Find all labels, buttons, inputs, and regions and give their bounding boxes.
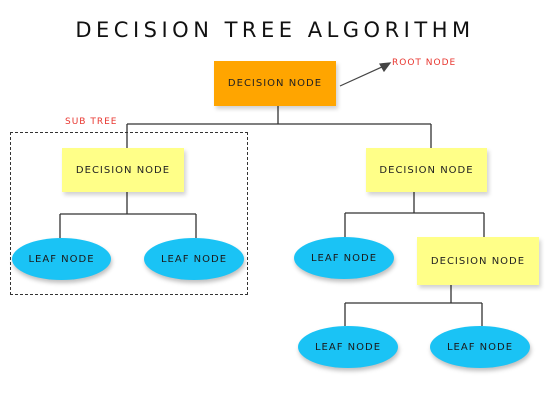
diagram-title: DECISION TREE ALGORITHM [75, 18, 475, 42]
leaf-node: LEAF NODE [294, 237, 394, 279]
right-decision-node: DECISION NODE [366, 148, 487, 192]
subtree-boundary [10, 132, 248, 295]
leaf-node: LEAF NODE [298, 326, 398, 368]
root-decision-node: DECISION NODE [214, 61, 336, 106]
root-node-label: ROOT NODE [392, 58, 457, 68]
sub-tree-label: SUB TREE [65, 117, 118, 127]
right-inner-decision-node: DECISION NODE [417, 237, 539, 285]
root-pointer-arrow [339, 62, 392, 87]
leaf-node: LEAF NODE [12, 238, 111, 280]
leaf-node: LEAF NODE [430, 326, 530, 368]
leaf-node: LEAF NODE [144, 238, 244, 280]
left-decision-node: DECISION NODE [62, 148, 184, 192]
